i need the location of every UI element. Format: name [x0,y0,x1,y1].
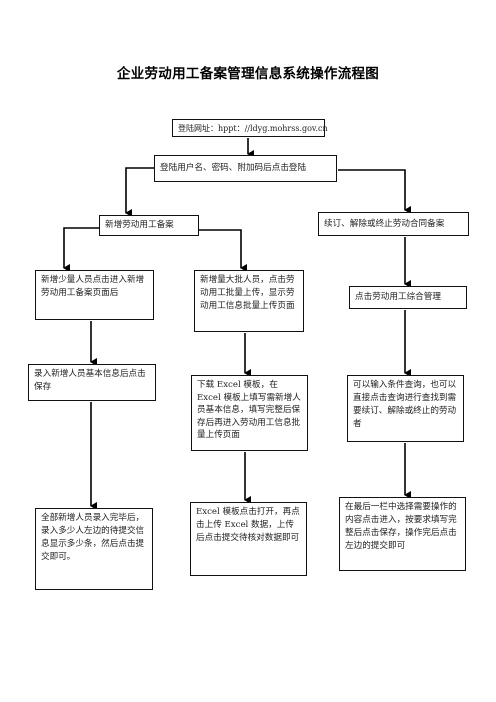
node-query: 可以输入条件查询，也可以直接点击查询进行查找到需要续订、解除或终止的劳动者 [347,375,464,442]
node-small-batch: 新增少量人员点击进入新增劳动用工备案页面后 [35,270,154,320]
node-management: 点击劳动用工综合管理 [349,286,467,309]
node-entry-save: 录入新增人员基本信息后点击保存 [28,364,156,401]
node-login: 登陆用户名、密码、附加码后点击登陆 [154,155,337,182]
node-excel-upload: Excel 模板点击打开，再点击上传 Excel 数据，上传后点击提交待核对数据… [190,502,307,576]
node-excel-template: 下载 Excel 模板，在 Excel 模板上填写需新增人员基本信息，填写完整后… [191,375,308,451]
node-bulk-upload: 新增量大批人员，点击劳动用工批量上传，显示劳动用工信息批量上传页面 [194,270,304,332]
node-login-url: 登陆网址：hppt：//ldyg.mohrss.gov.cn [172,119,328,137]
node-submit-all: 全部新增人员录入完毕后，录入多少人左边的待提交信息显示多少条，然后点击提交即可。 [35,508,153,590]
page-title: 企业劳动用工备案管理信息系统操作流程图 [116,66,380,82]
arrow-login-renew [338,169,411,214]
arrow-new-bulk [199,229,247,272]
node-renew-terminate: 续订、解除或终止劳动合同备案 [318,212,469,236]
node-final-select: 在最后一栏中选择需要操作的内容点击进入，按要求填写完整后点击保存，操作完后点击左… [339,497,466,571]
node-new-filing: 新增劳动用工备案 [99,215,199,236]
arrow-new-small [63,227,99,272]
